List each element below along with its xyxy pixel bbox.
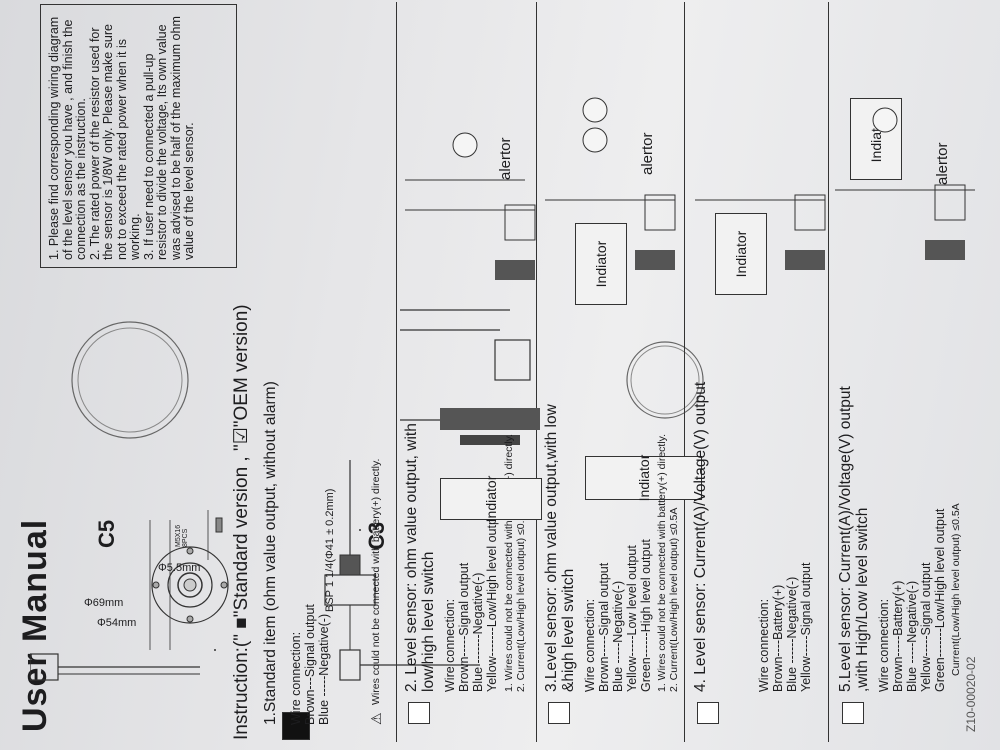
c5-inner-diameter: Φ54mm xyxy=(97,617,137,629)
c3-sensor-drawing xyxy=(324,460,480,681)
section-4-wire-3: Yellow-----Signal output xyxy=(799,562,814,692)
section-5-wire-heading: Wire connection: xyxy=(877,598,892,692)
section-4-wire-2: Blue ------Negative(-) xyxy=(785,576,800,692)
section-1: 1.Standard item (ohm value output, witho… xyxy=(262,365,331,725)
c5-screw-spec: M5X16 8PCS xyxy=(175,524,190,547)
section-4: 4. Level sensor: Current(A)/Voltage(V) o… xyxy=(692,362,813,692)
c5-label: C5 xyxy=(94,519,119,548)
section-2-note-2: 2. Current(Low/High level output) ≤0.5A xyxy=(515,507,528,692)
section-5-note-1: Current(Low/High level output) ≤0.5A xyxy=(950,503,963,676)
divider xyxy=(396,2,397,742)
document-code: Z10-00020-02 xyxy=(964,656,978,732)
section-1-note-1: Wires could not be connected with batter… xyxy=(370,458,382,705)
section-2: 2. Level sensor: ohm value output, with … xyxy=(403,392,527,692)
c5-hole-diameter: Φ5.5mm xyxy=(158,562,201,574)
section-1-wire-2: Blue -----Negative(-) xyxy=(317,613,332,725)
section-2-indicator: Indiator xyxy=(440,476,542,522)
c5-outer-diameter: Φ69mm xyxy=(84,597,124,609)
section-3-wire-4: Green------High level output xyxy=(639,539,654,692)
section-4-title: 4. Level sensor: Current(A)/Voltage(V) o… xyxy=(692,381,709,692)
section-5-wire-2: Blue -----Negative(-) xyxy=(905,580,920,692)
section-2-wire-heading: Wire connection: xyxy=(443,598,458,692)
section-1-wire-heading: Wire connection: xyxy=(289,631,304,725)
section-1-wiring-diagram xyxy=(400,309,540,445)
section-3-wire-2: Blue -----Negative(-) xyxy=(611,580,626,692)
section-2-wire-3: Yellow-------Low/High level output xyxy=(485,507,500,692)
section-3-checkbox xyxy=(548,702,570,724)
section-4-wire-1: Brown----Battery(+) xyxy=(771,584,786,692)
section-2-title: 2. Level sensor: ohm value output, with … xyxy=(403,423,438,692)
note-2: 2. The rated power of the resistor used … xyxy=(87,24,143,260)
section-5-wire-1: Brown-----Battery(+) xyxy=(891,580,906,692)
c3-ring-large xyxy=(71,321,189,439)
section-2-note-1: 1. Wires could not be connected with bat… xyxy=(503,433,516,692)
section-3-wire-heading: Wire connection: xyxy=(583,598,598,692)
section-3-title: 3.Level sensor: ohm value output,with lo… xyxy=(543,404,578,692)
section-3-note-2: 2. Current(Low/High level output) ≤0.5A xyxy=(668,507,681,692)
section-5: 5.Level sensor: Current(A)/Voltage(V) ou… xyxy=(837,362,962,692)
section-1-title: 1.Standard item (ohm value output, witho… xyxy=(262,381,279,725)
section-4-checkbox xyxy=(697,702,719,724)
section-3-wire-3: Yellow-----Low level output xyxy=(625,545,640,692)
section-2-checkbox xyxy=(408,702,430,724)
note-3: 3. If user need to connected a pull-up r… xyxy=(141,16,197,260)
section-5-checkbox xyxy=(842,702,864,724)
instruction-line: Instruction:(" ■"Standard version , "☑"O… xyxy=(231,304,252,740)
c5-sensor-drawing xyxy=(30,510,229,681)
section-3-wire-1: Brown-----Signal output xyxy=(597,562,612,692)
c3-ring-small xyxy=(626,341,704,419)
wiring-diagrams xyxy=(405,97,975,280)
section-2-wire-1: Brown-----Signal output xyxy=(457,562,472,692)
section-5-wire-3: Yellow-----Signal output xyxy=(919,562,934,692)
notes-list: 1. Please find corresponding wiring diag… xyxy=(47,10,197,260)
warning-icon: ⚠ xyxy=(368,712,384,725)
section-3-note-1: 1. Wires could not be connected with bat… xyxy=(656,433,669,692)
section-5-wire-4: Green-------Low/High level output xyxy=(933,508,948,692)
section-1-wire-1: Brown---Signal output xyxy=(303,604,318,725)
section-5-title: 5.Level sensor: Current(A)/Voltage(V) ou… xyxy=(837,386,872,692)
note-1: 1. Please find corresponding wiring diag… xyxy=(47,16,88,260)
section-3: 3.Level sensor: ohm value output,with lo… xyxy=(543,392,680,692)
section-4-wire-heading: Wire connection: xyxy=(757,598,772,692)
section-2-wire-2: Blue -------Negative(-) xyxy=(471,572,486,692)
